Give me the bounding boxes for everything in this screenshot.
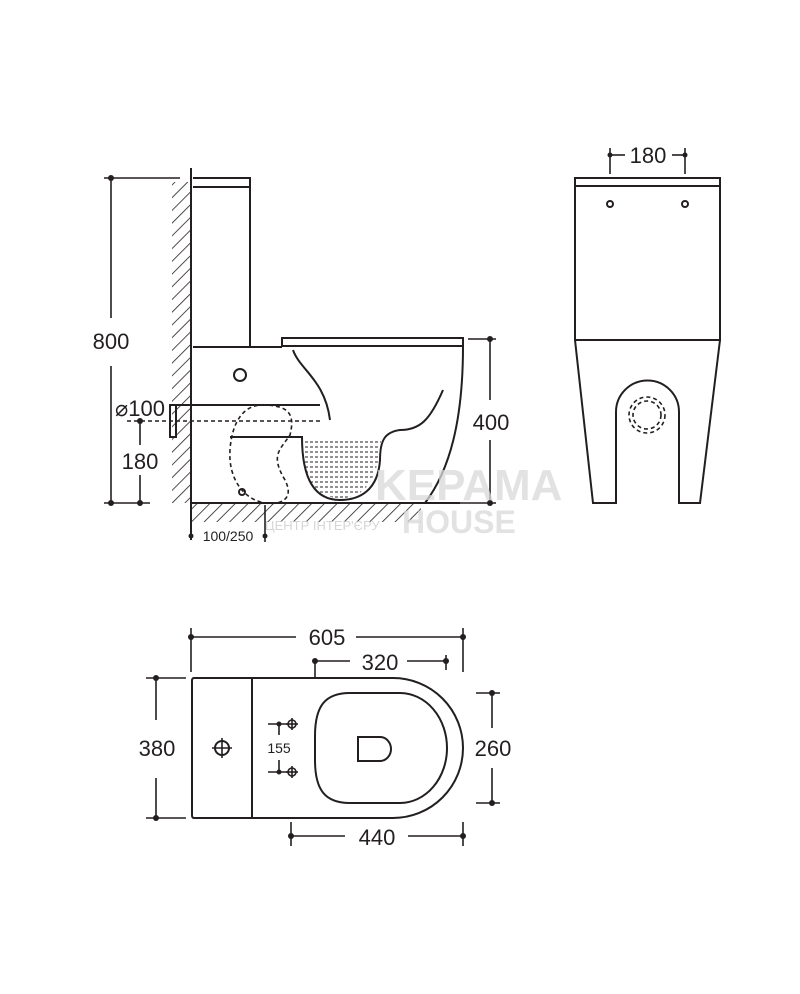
label-155: 155 [267, 740, 291, 756]
inlet-hole [233, 368, 247, 382]
dim-tank-holes-180: 180 [607, 143, 688, 174]
watermark: KEPAMA HOUSE ЦЕНТР ІНТЕР'ЄРУ [265, 461, 562, 540]
side-view: 800 180 ⌀100 400 100/250 [93, 168, 509, 544]
watermark-tagline: ЦЕНТР ІНТЕР'ЄРУ [265, 518, 380, 533]
wall-hatch [172, 182, 191, 503]
label-180: 180 [122, 449, 159, 474]
cistern-side [193, 177, 251, 347]
label-320: 320 [362, 650, 399, 675]
bowl-outline [424, 345, 464, 504]
dim-wall-100-250: 100/250 [188, 505, 268, 544]
dim-width-380: 380 [139, 675, 186, 821]
dim-outlet-180: 180 [122, 418, 159, 506]
dim-seat-260: 260 [475, 690, 512, 806]
label-605: 605 [309, 625, 346, 650]
label-800: 800 [93, 329, 130, 354]
label-380: 380 [139, 736, 176, 761]
pedestal-front [574, 339, 721, 504]
label-440: 440 [359, 825, 396, 850]
front-view: 180 [574, 143, 721, 504]
dim-bowl-440: 440 [288, 822, 466, 850]
toilet-top-outline [191, 677, 464, 819]
outlet-circle-outer [628, 396, 666, 434]
label-180-front: 180 [630, 143, 667, 168]
label-400: 400 [473, 410, 510, 435]
dim-fixing-155: 155 [267, 721, 291, 775]
label-diameter-100: ⌀100 [115, 396, 165, 421]
hidden-trap [229, 404, 293, 505]
bowl-trapway [230, 349, 444, 502]
watermark-brand-2: HOUSE [402, 504, 516, 540]
dim-length-605: 605 [188, 625, 466, 672]
dim-height-800: 800 [93, 175, 180, 506]
watermark-brand: KEPAMA [375, 461, 562, 510]
label-260: 260 [475, 736, 512, 761]
dim-seat-400: 400 [460, 336, 509, 506]
top-view: 155 605 320 380 260 [139, 625, 512, 850]
flush-outlet [357, 736, 392, 762]
seat-opening [314, 692, 448, 804]
flush-button-icon [212, 738, 232, 758]
outlet-circle-inner [632, 400, 662, 430]
cistern-front [574, 177, 721, 341]
tank-hole-right [681, 200, 689, 208]
dim-seat-320: 320 [312, 650, 449, 678]
label-100-250: 100/250 [203, 528, 254, 544]
floor-hatch [191, 504, 421, 522]
seat-lid [193, 337, 464, 348]
tank-hole-left [606, 200, 614, 208]
water-area [302, 440, 381, 498]
